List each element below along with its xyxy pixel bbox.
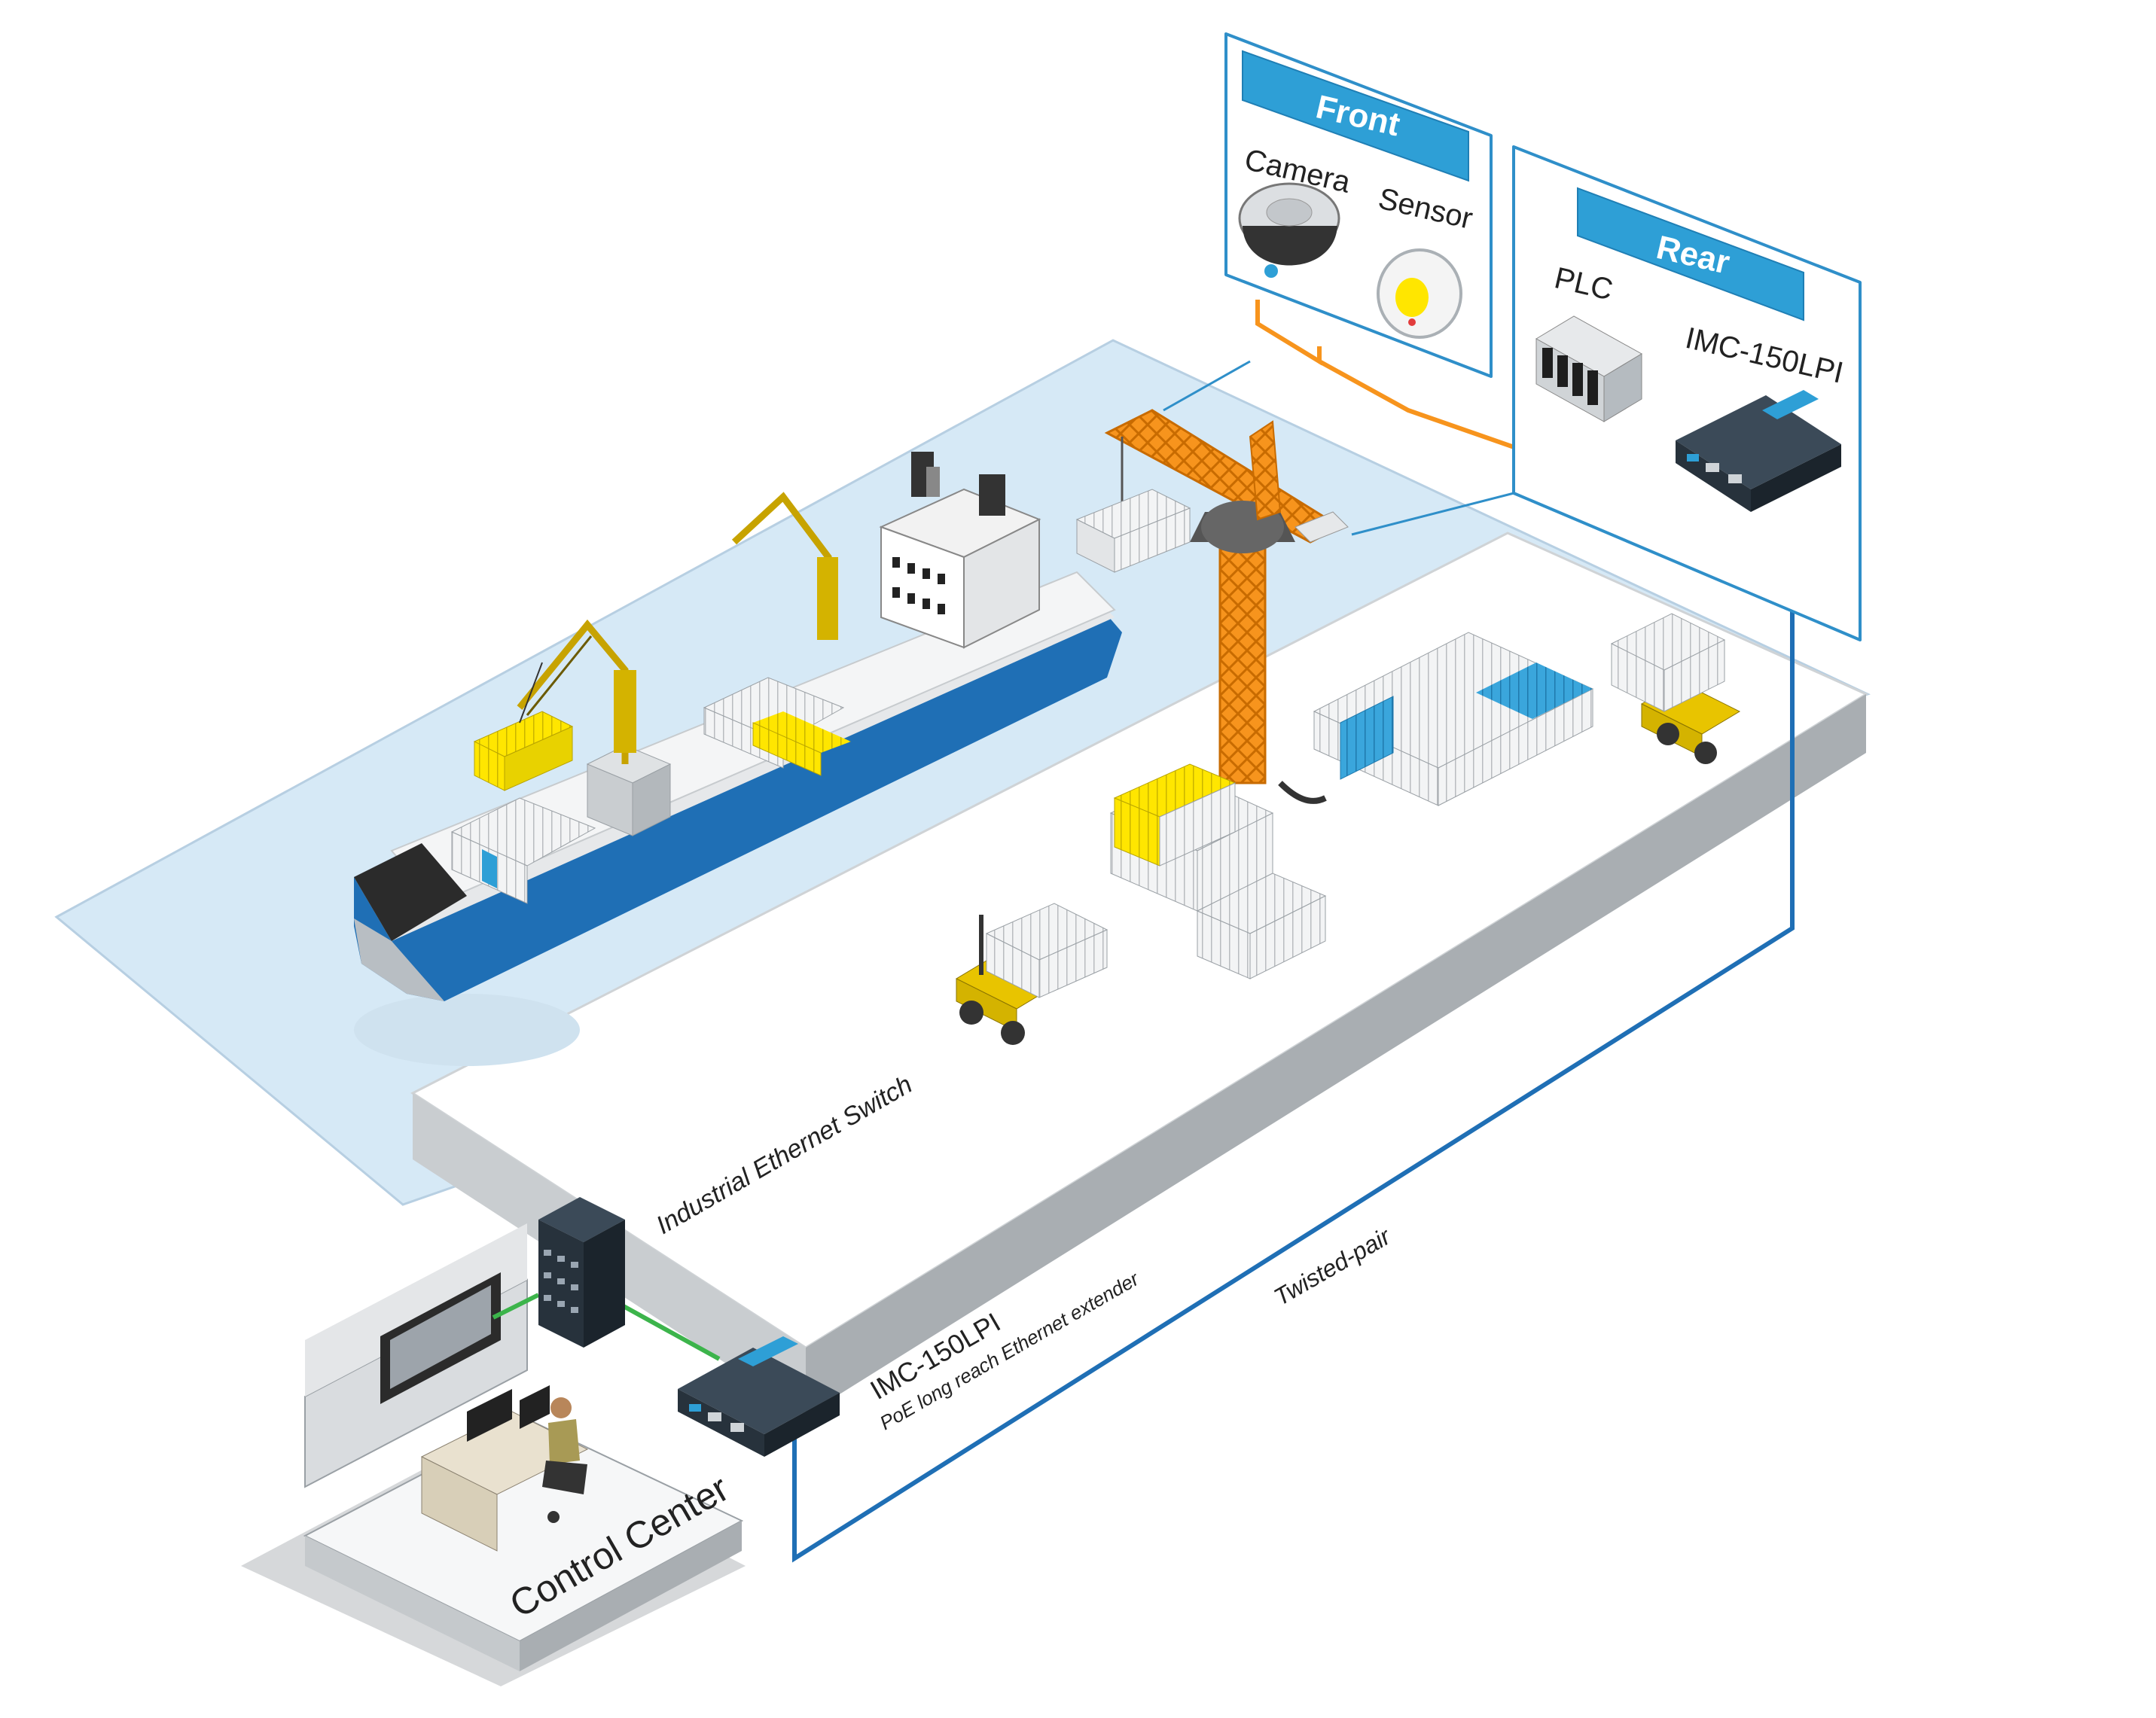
ship-icon [354,452,1122,1066]
extender-icon [1676,390,1841,512]
operator-icon [542,1397,587,1523]
sensor-icon [1377,248,1462,339]
container-stack-center [1109,763,1327,979]
twisted-pair-cable [792,486,1795,1563]
twisted-pair-label: Twisted-pair [1270,1222,1396,1311]
crane-icon [1075,409,1349,804]
plc-icon [1535,315,1642,422]
rear-callout: Rear PLC IMC-150LPI [1512,145,1862,641]
container-stack-right [1313,632,1594,806]
control-center-room [241,1223,746,1686]
camera-icon [1238,182,1340,278]
forklift-icon [955,903,1108,1045]
front-callout: Front Camera Sensor [1163,32,1529,536]
extender-icon [678,1336,840,1457]
forklift-icon [1610,613,1741,764]
switch-icon [538,1197,625,1348]
